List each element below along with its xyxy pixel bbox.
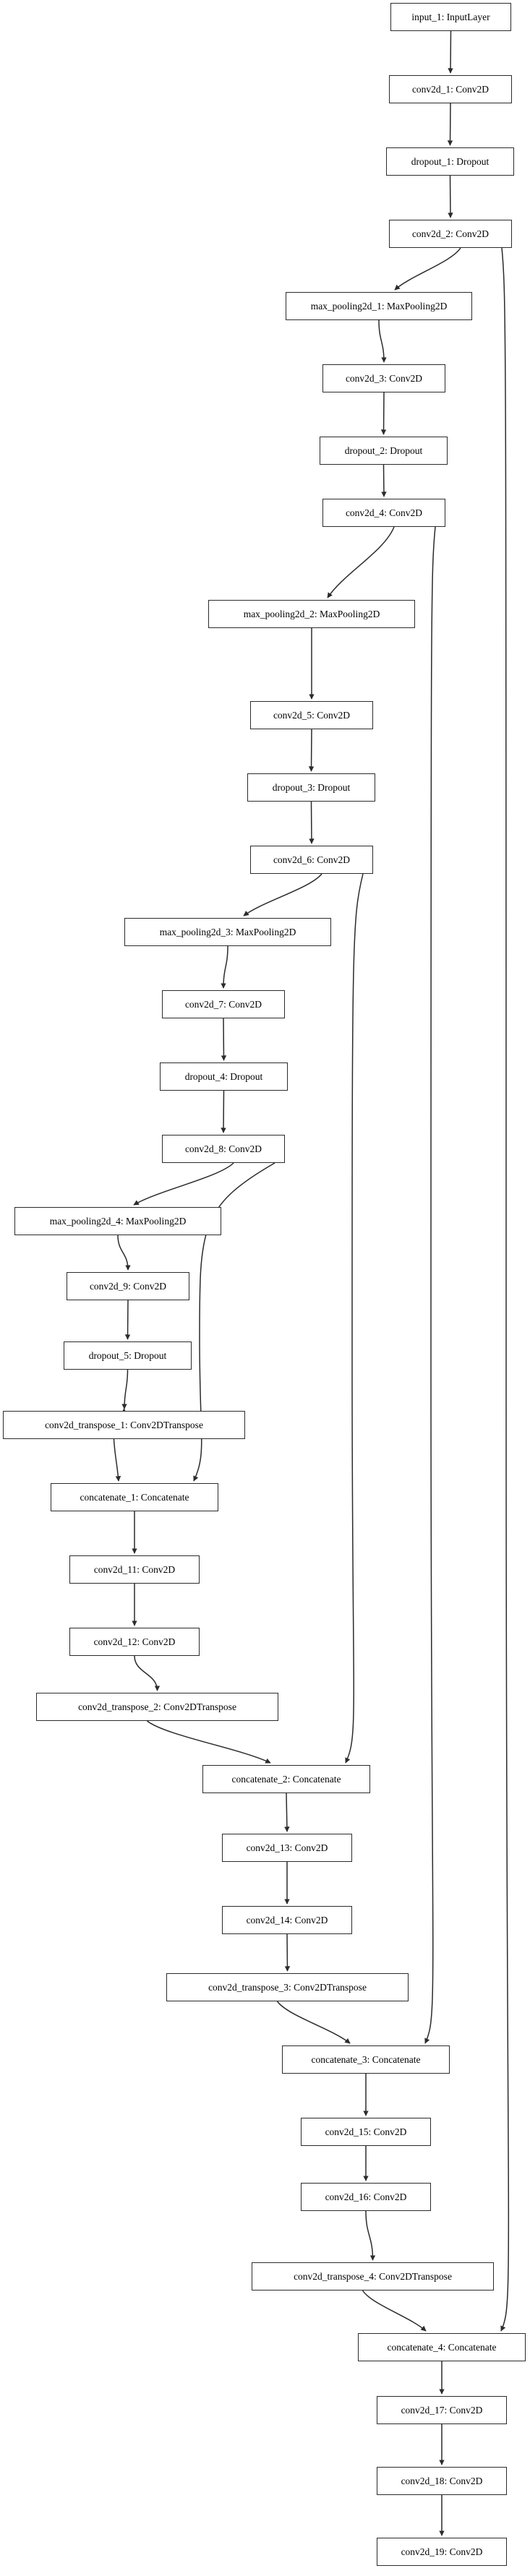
node-conv2d_transpose_1[interactable]: conv2d_transpose_1: Conv2DTranspose (3, 1411, 245, 1439)
node-label-conv2d_6: conv2d_6: Conv2D (273, 854, 351, 865)
node-label-concatenate_2: concatenate_2: Concatenate (231, 1773, 341, 1785)
edge-conv2d_8-to-max_pooling2d_4 (133, 1162, 234, 1206)
node-conv2d_7[interactable]: conv2d_7: Conv2D (162, 990, 285, 1018)
node-conv2d_8[interactable]: conv2d_8: Conv2D (162, 1135, 285, 1163)
edge-conv2d_2-to-concatenate_4 (500, 247, 510, 2332)
node-conv2d_18[interactable]: conv2d_18: Conv2D (377, 2467, 507, 2495)
node-label-conv2d_18: conv2d_18: Conv2D (401, 2475, 483, 2486)
node-label-conv2d_17: conv2d_17: Conv2D (401, 2404, 483, 2416)
edge-conv2d_7-to-dropout_4 (221, 1018, 227, 1061)
node-label-dropout_3: dropout_3: Dropout (272, 781, 351, 793)
node-conv2d_4[interactable]: conv2d_4: Conv2D (322, 499, 445, 527)
node-label-concatenate_4: concatenate_4: Concatenate (387, 2341, 497, 2353)
node-label-conv2d_3: conv2d_3: Conv2D (345, 372, 423, 384)
node-label-concatenate_1: concatenate_1: Concatenate (80, 1491, 189, 1503)
node-label-conv2d_1: conv2d_1: Conv2D (411, 83, 490, 95)
edge-max_pooling2d_1-to-conv2d_3 (378, 319, 387, 363)
node-concatenate_4[interactable]: concatenate_4: Concatenate (358, 2333, 526, 2361)
node-max_pooling2d_3[interactable]: max_pooling2d_3: MaxPooling2D (124, 918, 331, 946)
node-input_1[interactable]: input_1: InputLayer (390, 3, 511, 31)
node-conv2d_3[interactable]: conv2d_3: Conv2D (322, 364, 445, 392)
edge-conv2d_4-to-max_pooling2d_2 (327, 526, 395, 598)
node-label-conv2d_13: conv2d_13: Conv2D (246, 1842, 328, 1853)
node-dropout_1[interactable]: dropout_1: Dropout (386, 147, 514, 176)
node-label-conv2d_8: conv2d_8: Conv2D (184, 1143, 262, 1154)
node-conv2d_1[interactable]: conv2d_1: Conv2D (389, 75, 512, 103)
node-label-dropout_5: dropout_5: Dropout (88, 1349, 167, 1361)
edge-conv2d_1-to-dropout_1 (447, 103, 453, 146)
node-label-conv2d_15: conv2d_15: Conv2D (325, 2126, 407, 2137)
node-label-max_pooling2d_3: max_pooling2d_3: MaxPooling2D (159, 926, 296, 937)
node-conv2d_19[interactable]: conv2d_19: Conv2D (377, 2538, 507, 2566)
edge-conv2d_2-to-max_pooling2d_1 (394, 247, 461, 291)
node-conv2d_6[interactable]: conv2d_6: Conv2D (250, 846, 373, 874)
node-label-dropout_4: dropout_4: Dropout (184, 1070, 263, 1082)
node-conv2d_16[interactable]: conv2d_16: Conv2D (301, 2183, 431, 2211)
node-label-conv2d_11: conv2d_11: Conv2D (93, 1563, 176, 1575)
edge-conv2d_6-to-concatenate_2 (345, 873, 364, 1764)
node-conv2d_9[interactable]: conv2d_9: Conv2D (67, 1272, 189, 1300)
node-concatenate_1[interactable]: concatenate_1: Concatenate (51, 1483, 218, 1511)
edge-conv2d_14-to-conv2d_transpose_3 (284, 1933, 291, 1972)
edge-conv2d_6-to-max_pooling2d_3 (243, 873, 322, 916)
node-concatenate_2[interactable]: concatenate_2: Concatenate (202, 1765, 370, 1793)
node-conv2d_transpose_4[interactable]: conv2d_transpose_4: Conv2DTranspose (252, 2262, 494, 2291)
node-conv2d_transpose_3[interactable]: conv2d_transpose_3: Conv2DTranspose (166, 1973, 409, 2001)
node-dropout_2[interactable]: dropout_2: Dropout (320, 437, 448, 465)
node-label-input_1: input_1: InputLayer (411, 11, 490, 22)
node-dropout_3[interactable]: dropout_3: Dropout (247, 773, 375, 802)
node-conv2d_transpose_2[interactable]: conv2d_transpose_2: Conv2DTranspose (36, 1693, 278, 1721)
edge-conv2d_transpose_2-to-concatenate_2 (147, 1720, 271, 1764)
edge-dropout_5-to-conv2d_10 (121, 1369, 129, 1409)
node-label-conv2d_7: conv2d_7: Conv2D (184, 998, 262, 1010)
edge-conv2d_transpose_1-to-concatenate_1 (113, 1438, 121, 1482)
node-label-conv2d_12: conv2d_12: Conv2D (93, 1636, 176, 1647)
node-label-conv2d_transpose_3: conv2d_transpose_3: Conv2DTranspose (208, 1981, 367, 1993)
node-max_pooling2d_4[interactable]: max_pooling2d_4: MaxPooling2D (14, 1207, 221, 1235)
node-conv2d_12[interactable]: conv2d_12: Conv2D (69, 1628, 200, 1656)
node-conv2d_5[interactable]: conv2d_5: Conv2D (250, 701, 373, 729)
edge-conv2d_12-to-conv2d_transpose_2 (134, 1655, 161, 1691)
edge-conv2d_3-to-dropout_2 (380, 392, 387, 435)
edge-conv2d_transpose_3-to-concatenate_3 (276, 2001, 351, 2044)
node-label-conv2d_16: conv2d_16: Conv2D (325, 2191, 407, 2202)
node-dropout_5[interactable]: dropout_5: Dropout (64, 1341, 192, 1370)
edge-conv2d_9-to-dropout_5 (124, 1300, 131, 1340)
node-label-conv2d_5: conv2d_5: Conv2D (273, 709, 351, 721)
node-dropout_4[interactable]: dropout_4: Dropout (160, 1062, 288, 1091)
node-label-max_pooling2d_4: max_pooling2d_4: MaxPooling2D (49, 1215, 187, 1227)
node-label-conv2d_19: conv2d_19: Conv2D (401, 2546, 483, 2557)
node-max_pooling2d_1[interactable]: max_pooling2d_1: MaxPooling2D (286, 292, 472, 320)
node-conv2d_2[interactable]: conv2d_2: Conv2D (389, 220, 512, 248)
edge-dropout_4-to-conv2d_8 (221, 1090, 226, 1133)
node-label-conv2d_transpose_1: conv2d_transpose_1: Conv2DTranspose (45, 1419, 203, 1430)
node-label-max_pooling2d_2: max_pooling2d_2: MaxPooling2D (243, 608, 380, 619)
node-concatenate_3[interactable]: concatenate_3: Concatenate (282, 2045, 450, 2074)
edge-max_pooling2d_4-to-conv2d_9 (117, 1235, 131, 1271)
node-conv2d_17[interactable]: conv2d_17: Conv2D (377, 2396, 507, 2424)
edge-dropout_1-to-conv2d_2 (448, 175, 453, 218)
node-label-conv2d_transpose_4: conv2d_transpose_4: Conv2DTranspose (294, 2270, 452, 2282)
node-max_pooling2d_2[interactable]: max_pooling2d_2: MaxPooling2D (208, 600, 415, 628)
node-label-conv2d_9: conv2d_9: Conv2D (89, 1280, 167, 1292)
node-conv2d_14[interactable]: conv2d_14: Conv2D (222, 1906, 352, 1934)
edge-dropout_2-to-conv2d_4 (381, 464, 387, 497)
node-label-conv2d_2: conv2d_2: Conv2D (411, 228, 490, 239)
node-label-conv2d_4: conv2d_4: Conv2D (345, 507, 423, 518)
edge-conv2d_transpose_4-to-concatenate_4 (362, 2290, 427, 2332)
node-label-max_pooling2d_1: max_pooling2d_1: MaxPooling2D (310, 300, 448, 312)
node-label-dropout_2: dropout_2: Dropout (344, 445, 423, 456)
edge-conv2d_16-to-conv2d_transpose_4 (365, 2210, 376, 2261)
node-label-conv2d_14: conv2d_14: Conv2D (246, 1914, 328, 1925)
node-conv2d_11[interactable]: conv2d_11: Conv2D (69, 1555, 200, 1584)
edge-conv2d_4-to-concatenate_3 (424, 526, 436, 2044)
node-label-dropout_1: dropout_1: Dropout (411, 155, 490, 167)
node-label-conv2d_transpose_2: conv2d_transpose_2: Conv2DTranspose (78, 1701, 236, 1712)
edge-input_1-to-conv2d_1 (448, 30, 453, 74)
edge-max_pooling2d_3-to-conv2d_7 (221, 945, 228, 989)
edge-concatenate_2-to-conv2d_13 (284, 1793, 290, 1832)
node-conv2d_15[interactable]: conv2d_15: Conv2D (301, 2118, 431, 2146)
node-label-concatenate_3: concatenate_3: Concatenate (311, 2053, 421, 2065)
node-conv2d_13[interactable]: conv2d_13: Conv2D (222, 1834, 352, 1862)
